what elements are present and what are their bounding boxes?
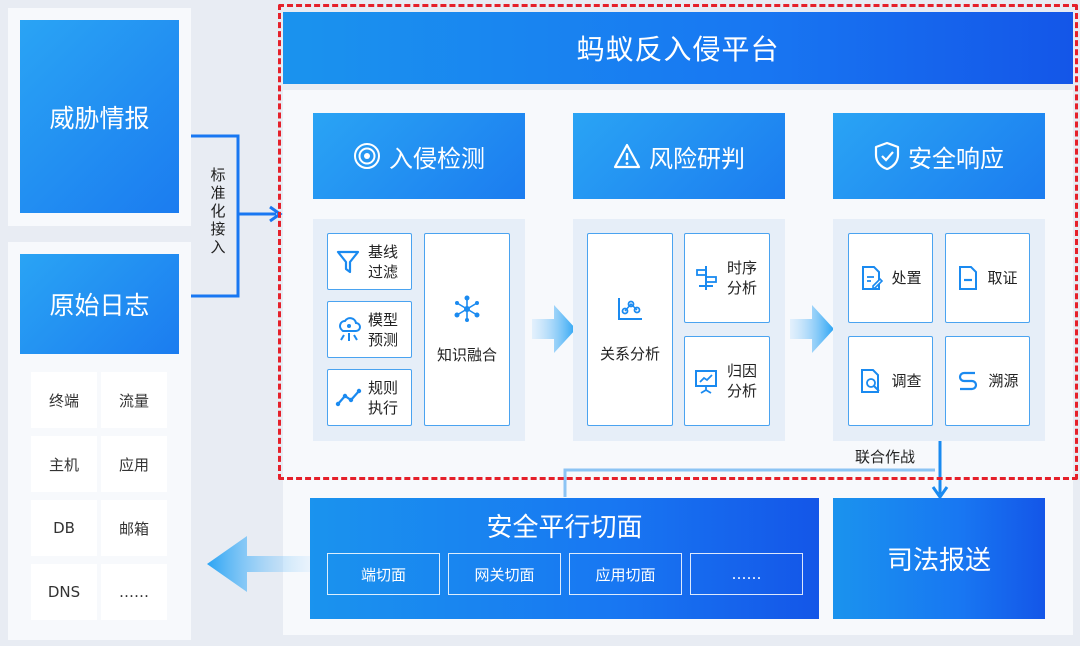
judicial-label: 司法报送 xyxy=(886,546,991,576)
timing-analysis-card: 时序 分析 xyxy=(684,233,770,323)
attribution-analysis-label: 归因 分析 xyxy=(727,362,758,400)
slice-more: …… xyxy=(690,553,803,595)
document-search-icon xyxy=(861,369,881,393)
response-header: 安全响应 xyxy=(833,113,1045,199)
baseline-filter-card: 基线 过滤 xyxy=(327,233,412,290)
relation-analysis-card: 关系分析 xyxy=(587,233,673,426)
trend-icon xyxy=(335,388,362,406)
scatter-chart-icon xyxy=(618,297,642,320)
risk-title: 风险研判 xyxy=(649,144,745,173)
threat-intel-box: 威胁情报 xyxy=(20,20,179,213)
risk-header: 风险研判 xyxy=(573,113,785,199)
source-item: DB xyxy=(31,500,97,556)
knowledge-fusion-card: 知识融合 xyxy=(424,233,510,426)
slice-application: 应用切面 xyxy=(569,553,682,595)
relation-analysis-label: 关系分析 xyxy=(599,344,660,363)
return-arrow-icon xyxy=(207,536,310,592)
baseline-filter-label: 基线 过滤 xyxy=(368,242,399,281)
platform-title: 蚂蚁反入侵平台 xyxy=(576,33,780,66)
threat-intel-label: 威胁情报 xyxy=(49,103,150,133)
judicial-box: 司法报送 xyxy=(833,498,1045,619)
source-item: DNS xyxy=(31,564,97,620)
dispose-label: 处置 xyxy=(891,269,922,287)
source-item: 应用 xyxy=(101,436,167,492)
presentation-icon xyxy=(695,370,717,394)
shield-check-icon xyxy=(874,141,900,171)
source-item: 邮箱 xyxy=(101,500,167,556)
trace-path-icon xyxy=(959,371,978,391)
parallel-plane-box: 安全平行切面 xyxy=(310,498,819,619)
evidence-card: 取证 xyxy=(945,233,1030,323)
investigate-label: 调查 xyxy=(891,372,922,390)
investigate-card: 调查 xyxy=(848,336,933,426)
knowledge-fusion-label: 知识融合 xyxy=(436,345,497,364)
parallel-plane-title: 安全平行切面 xyxy=(486,512,643,543)
rule-exec-label: 规则 执行 xyxy=(368,378,399,417)
model-predict-label: 模型 预测 xyxy=(368,310,399,349)
detect-title: 入侵检测 xyxy=(389,144,485,173)
slice-gateway: 网关切面 xyxy=(448,553,561,595)
traceback-label: 溯源 xyxy=(988,372,1019,390)
timeline-icon xyxy=(696,266,717,290)
filter-icon xyxy=(336,250,360,273)
rule-exec-card: 规则 执行 xyxy=(327,369,412,426)
cloud-brain-icon xyxy=(339,316,361,341)
document-edit-icon xyxy=(862,266,884,290)
detect-header: 入侵检测 xyxy=(313,113,525,199)
slice-endpoint: 端切面 xyxy=(327,553,440,595)
radar-icon xyxy=(354,143,380,169)
raw-logs-label: 原始日志 xyxy=(49,291,150,320)
response-title: 安全响应 xyxy=(908,144,1004,173)
dispose-card: 处置 xyxy=(848,233,933,323)
source-item: …… xyxy=(101,564,167,620)
source-item: 终端 xyxy=(31,372,97,428)
network-icon xyxy=(454,295,480,322)
model-predict-card: 模型 预测 xyxy=(327,301,412,358)
source-item: 流量 xyxy=(101,372,167,428)
flow-arrow-icon xyxy=(532,305,576,353)
evidence-label: 取证 xyxy=(987,269,1018,287)
raw-logs-box: 原始日志 xyxy=(20,254,179,354)
timing-analysis-label: 时序 分析 xyxy=(727,259,758,297)
warning-icon xyxy=(613,143,641,169)
flow-arrow-icon xyxy=(790,305,834,353)
document-minus-icon xyxy=(959,266,978,290)
platform-title-bar: 蚂蚁反入侵平台 xyxy=(283,12,1073,84)
traceback-card: 溯源 xyxy=(945,336,1030,426)
joint-ops-label: 联合作战 xyxy=(855,448,916,466)
standardized-access-label: 标准化接入 xyxy=(210,166,226,256)
platform-dashed-border xyxy=(278,4,1078,480)
source-item: 主机 xyxy=(31,436,97,492)
attribution-analysis-card: 归因 分析 xyxy=(684,336,770,426)
